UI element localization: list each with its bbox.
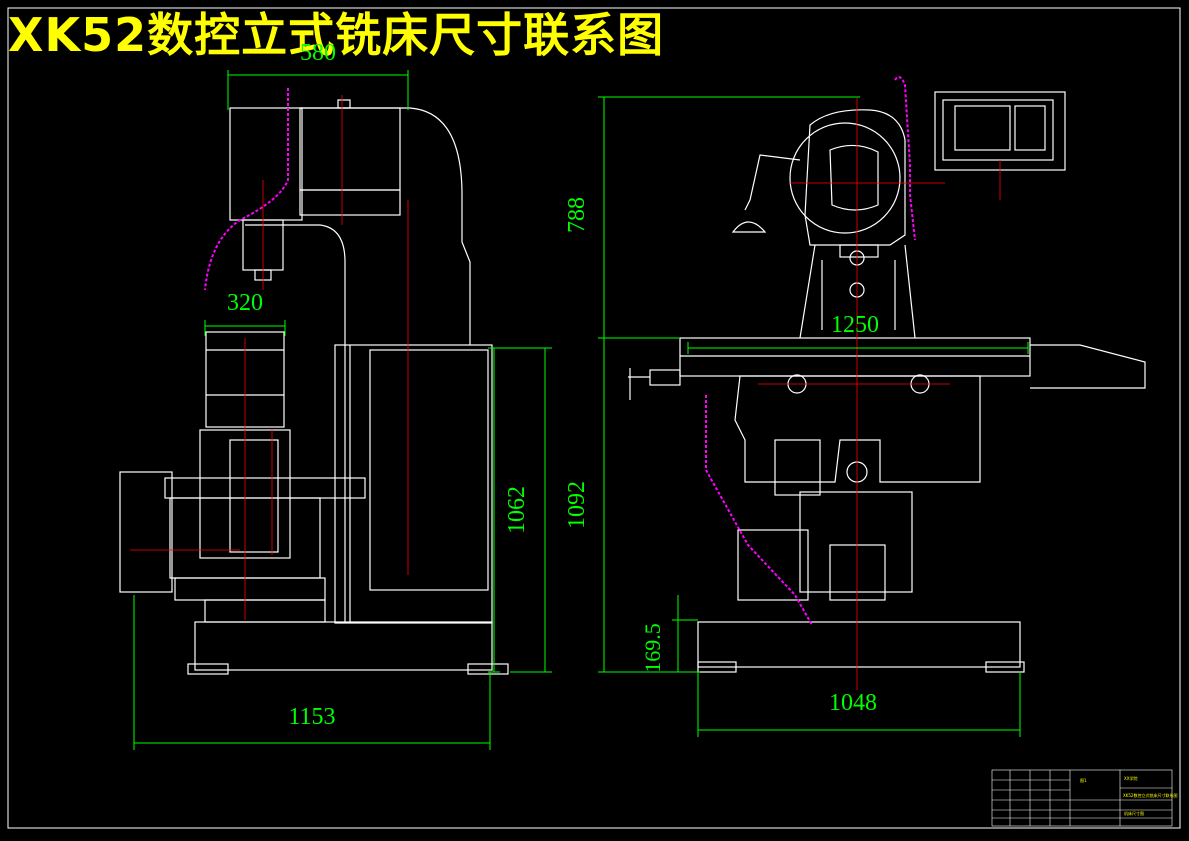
title-block-drawing-no: 机床尺寸图 <box>1124 810 1144 816</box>
dim-table-length: 1250 <box>831 312 879 338</box>
title-block-company: XX学院 <box>1124 775 1137 781</box>
left-view <box>119 99 509 675</box>
left-centerlines <box>130 95 409 620</box>
dim-base-height: 169.5 <box>640 623 665 673</box>
dim-right-base-width: 1048 <box>829 690 877 716</box>
title-block-sheet: 图1 <box>1080 777 1087 783</box>
coolant-hose <box>204 88 289 291</box>
dim-head-width: 320 <box>227 290 263 316</box>
dim-top-width: 580 <box>300 40 336 66</box>
title-block-drawing-name: XK52数控立式铣床尺寸联系图 <box>1123 792 1177 798</box>
title-block <box>991 769 1173 827</box>
drain-hose <box>705 395 813 626</box>
drawing-title: XK52数控立式铣床尺寸联系图 <box>8 8 665 62</box>
dim-left-height: 1062 <box>504 486 530 534</box>
sheet-border <box>7 7 1181 829</box>
dimension-lines <box>133 70 1029 750</box>
right-centerlines <box>758 98 1001 690</box>
dim-left-base-width: 1153 <box>288 704 335 730</box>
right-view <box>628 91 1146 673</box>
panel-hose <box>894 75 916 241</box>
dim-lower-height: 1092 <box>564 481 590 529</box>
dim-upper-height: 788 <box>564 197 590 233</box>
